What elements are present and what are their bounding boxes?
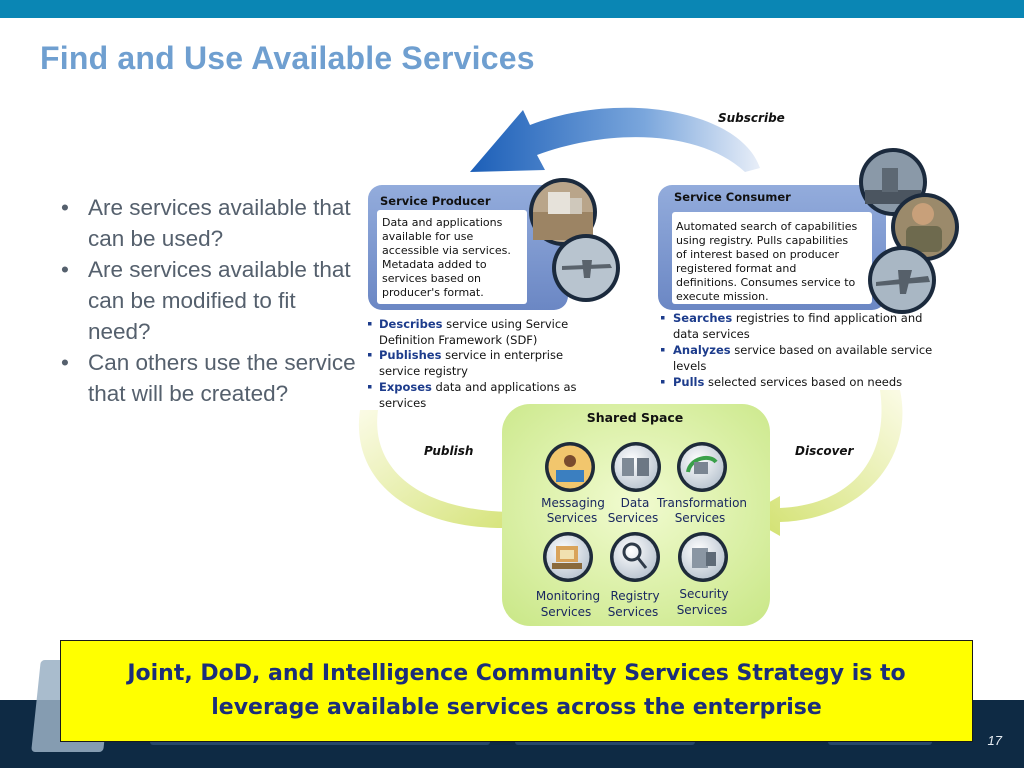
action-bullet: [368, 322, 372, 326]
service-label: Transformation: [656, 496, 747, 510]
service-label: Data: [621, 496, 650, 510]
producer-title: Service Producer: [380, 194, 491, 208]
strategy-callout: Joint, DoD, and Intelligence Community S…: [60, 640, 973, 742]
consumer-actions: Searches registries to find application …: [661, 311, 932, 389]
producer-action-cont: service registry: [379, 364, 468, 378]
soldier-photo: [891, 193, 959, 261]
service-label: Services: [541, 605, 592, 619]
service-label: Services: [608, 511, 659, 525]
slide-title: Find and Use Available Services: [40, 40, 535, 76]
producer-action: Publishes service in enterprise: [379, 348, 563, 362]
producer-desc-line: available for use: [382, 230, 473, 243]
transformation-icon: [677, 442, 727, 492]
question-item: Are services available that can be modif…: [58, 254, 358, 347]
radar-station-photo: [529, 178, 597, 246]
subscribe-label: Subscribe: [718, 111, 785, 125]
question-list: Are services available that can be used?…: [58, 192, 358, 409]
service-label: Monitoring: [536, 589, 600, 603]
fighter-jet-photo: [868, 246, 936, 314]
producer-desc-line: producer's format.: [382, 286, 484, 299]
service-label: Services: [547, 511, 598, 525]
discover-label: Discover: [795, 444, 855, 458]
service-consumer-box: Service Consumer Automated search of cap…: [658, 185, 886, 310]
uav-drone-photo: [552, 234, 620, 302]
producer-desc-line: Metadata added to: [382, 258, 487, 271]
database-icon: [611, 442, 661, 492]
consumer-desc-line: registered format and: [676, 262, 796, 275]
consumer-action: Analyzes service based on available serv…: [673, 343, 932, 357]
messaging-icon: [545, 442, 595, 492]
action-bullet: [661, 316, 665, 320]
callout-text: Joint, DoD, and Intelligence Community S…: [127, 661, 906, 720]
service-label: Registry: [610, 589, 659, 603]
action-bullet: [661, 380, 665, 384]
page-number: 17: [987, 733, 1002, 748]
publish-label: Publish: [424, 444, 473, 458]
consumer-desc-line: using registry. Pulls capabilities: [676, 234, 848, 247]
security-icon: [678, 532, 728, 582]
registry-icon: [610, 532, 660, 582]
action-bullet: [661, 348, 665, 352]
service-label: Security: [679, 587, 728, 601]
consumer-desc-line: execute mission.: [676, 290, 769, 303]
top-accent-bar: [0, 0, 1024, 18]
service-label: Messaging: [541, 496, 605, 510]
action-bullet: [368, 353, 372, 357]
consumer-title: Service Consumer: [674, 190, 791, 204]
shared-space-title: Shared Space: [587, 410, 684, 425]
producer-action-cont: services: [379, 396, 426, 410]
producer-desc-line: services based on: [382, 272, 481, 285]
service-label: Services: [677, 603, 728, 617]
service-label: Services: [608, 605, 659, 619]
question-item: Can others use the service that will be …: [58, 347, 358, 409]
consumer-desc-line: of interest based on producer: [676, 248, 839, 261]
producer-action: Describes service using Service: [379, 317, 568, 331]
action-bullet: [368, 385, 372, 389]
producer-actions: Describes service using Service Definiti…: [368, 317, 577, 410]
producer-desc-line: accessible via services.: [382, 244, 511, 257]
consumer-action: Searches registries to find application …: [673, 311, 922, 325]
consumer-desc-line: definitions. Consumes service to: [676, 276, 856, 289]
subscribe-arrow: [470, 107, 760, 172]
producer-action-cont: Definition Framework (SDF): [379, 333, 537, 347]
monitoring-icon: [543, 532, 593, 582]
producer-action: Exposes data and applications as: [379, 380, 577, 394]
consumer-action: Pulls selected services based on needs: [673, 375, 902, 389]
service-producer-box: Service Producer Data and applications a…: [368, 185, 568, 310]
question-item: Are services available that can be used?: [58, 192, 358, 254]
consumer-action-cont: data services: [673, 327, 750, 341]
consumer-action-cont: levels: [673, 359, 706, 373]
producer-desc-line: Data and applications: [382, 216, 503, 229]
service-label: Services: [675, 511, 726, 525]
consumer-desc-line: Automated search of capabilities: [676, 220, 857, 233]
